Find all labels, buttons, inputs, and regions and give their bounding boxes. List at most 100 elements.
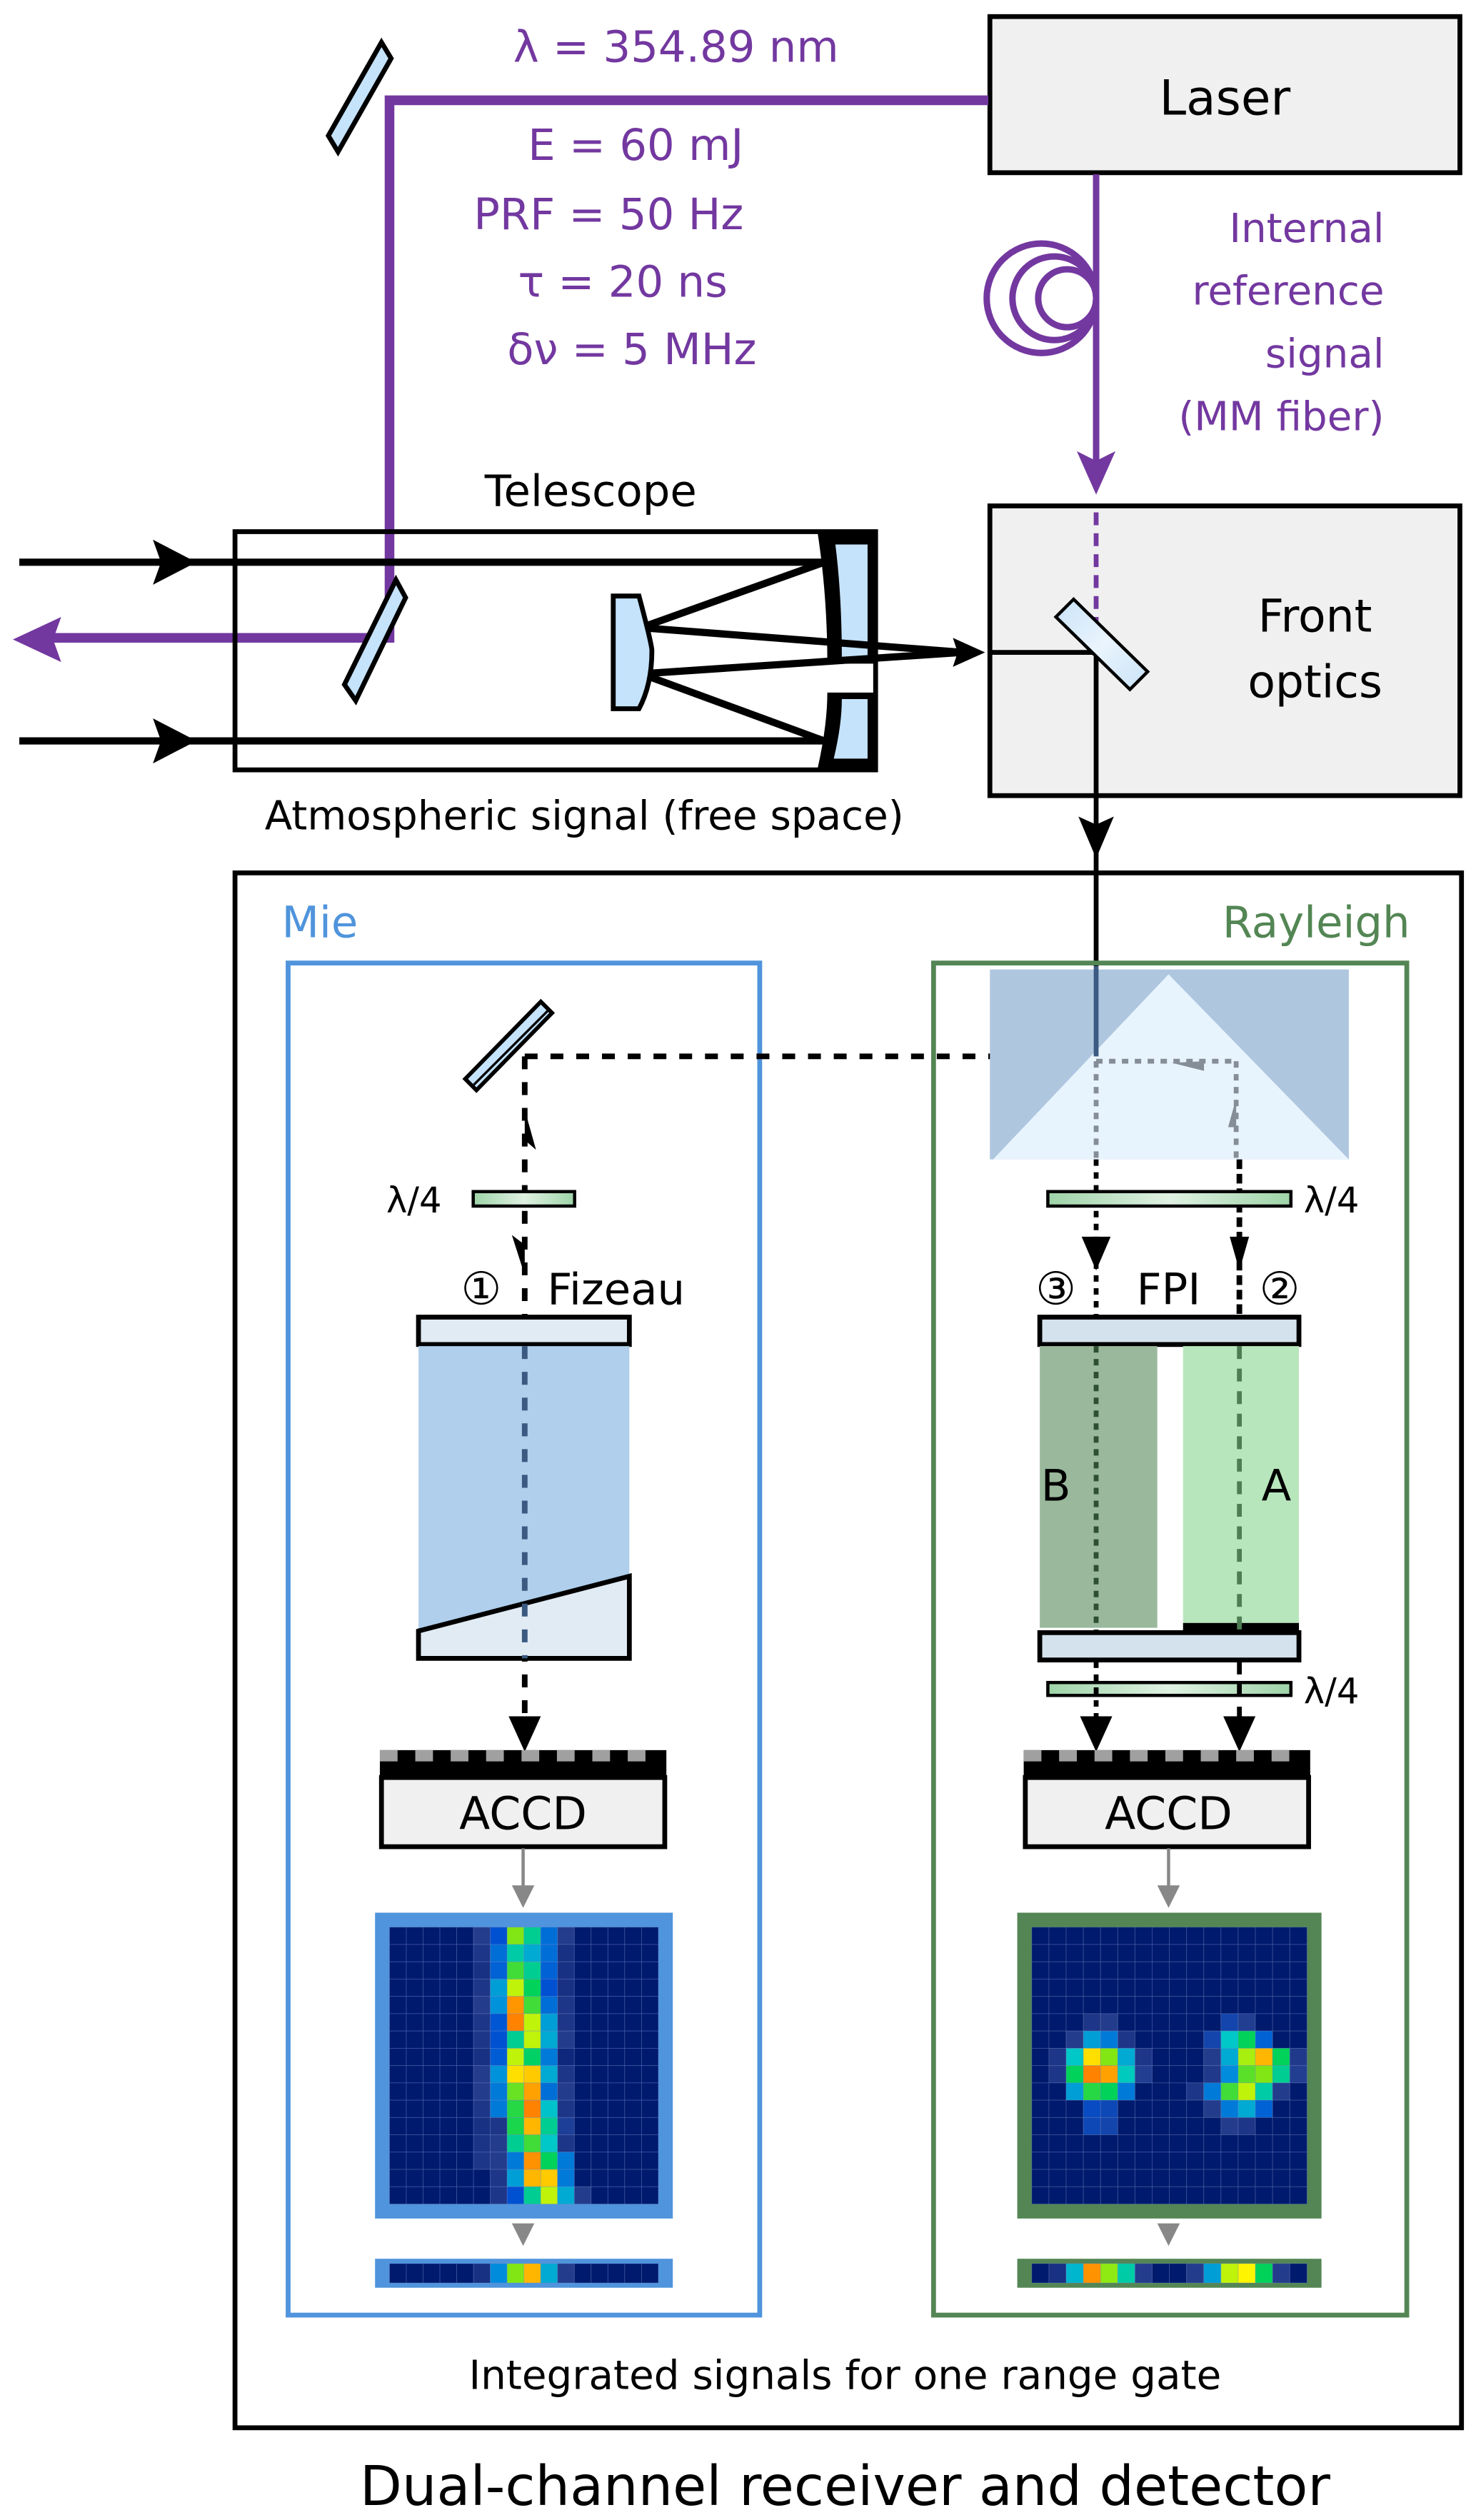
rayleigh-heatmap-cell: [1237, 1961, 1256, 1979]
mie-heatmap-cell: [557, 2082, 575, 2101]
mie-heatmap-cell: [490, 2030, 508, 2049]
mie-heatmap-cell: [506, 2169, 525, 2187]
mie-heatmap-cell: [456, 1944, 474, 1962]
rayleigh-heatmap-cell: [1186, 2117, 1205, 2136]
mie-heatmap-cell: [389, 1944, 407, 1962]
rayleigh-path-marker-2: ②: [1260, 1262, 1300, 1315]
laser-params: λ = 354.89 nm E = 60 mJ PRF = 50 Hz τ = …: [473, 22, 838, 375]
rayleigh-heatmap-cell: [1031, 2169, 1050, 2187]
rayleigh-heatmap-cell: [1100, 1944, 1118, 1962]
rayleigh-heatmap-cell: [1186, 2152, 1205, 2170]
mie-forward-arrow-icon: [511, 1235, 525, 1275]
mie-heatmap-cell: [389, 2117, 407, 2136]
rayleigh-heatmap-cell: [1134, 2134, 1153, 2153]
mie-heatmap-cell: [456, 2117, 474, 2136]
rayleigh-heatmap-cell: [1100, 1927, 1118, 1945]
rayleigh-heatmap-cell: [1186, 2169, 1205, 2187]
mie-strip-cell: [557, 2263, 575, 2284]
rayleigh-heatmap-cell: [1100, 2186, 1118, 2204]
rayleigh-heatmap-cell: [1117, 2099, 1135, 2118]
mie-heatmap-cell: [490, 2099, 508, 2118]
mie-heatmap-cell: [490, 2134, 508, 2153]
mie-heatmap-cell: [490, 1927, 508, 1945]
rayleigh-heatmap-cell: [1117, 2082, 1135, 2101]
mie-strip-cell: [573, 2263, 592, 2284]
mie-heatmap-cell: [607, 2030, 626, 2049]
mie-heatmap-cell: [523, 2152, 541, 2170]
mie-heatmap-cell: [406, 1944, 423, 1962]
mie-heatmap-cell: [591, 2047, 608, 2067]
mie-heatmap-cell: [573, 1996, 592, 2014]
mie-heatmap-cell: [607, 2117, 626, 2136]
mie-heatmap-cell: [473, 2186, 491, 2204]
rayleigh-heatmap-cell: [1289, 2013, 1307, 2032]
rayleigh-heatmap-cell: [1134, 2099, 1153, 2118]
fold-mirror-top: [325, 37, 394, 157]
mie-heatmap-cell: [624, 2047, 642, 2067]
rayleigh-heatmap-cell: [1152, 2030, 1170, 2049]
rayleigh-heatmap-cell: [1220, 1961, 1239, 1979]
rayleigh-heatmap-cell: [1100, 2134, 1118, 2153]
receiver-box: [232, 870, 1465, 2431]
rayleigh-heatmap-cell: [1083, 2152, 1101, 2170]
mie-heatmap-cell: [456, 2013, 474, 2032]
mie-heatmap-cell: [439, 2065, 458, 2084]
mie-heatmap-cell: [540, 2169, 558, 2187]
mie-box: [286, 960, 763, 2318]
emitted-beam: [48, 95, 989, 643]
accd-pixel: [1023, 1750, 1042, 1762]
mie-heatmap-cell: [573, 1979, 592, 1997]
rayleigh-heatmap-cell: [1289, 2099, 1307, 2118]
rayleigh-heatmap-cell: [1117, 1944, 1135, 1962]
rayleigh-heatmap-cell: [1169, 2117, 1188, 2136]
mie-heatmap-cell: [624, 2117, 642, 2136]
rayleigh-heatmap-cell: [1220, 1927, 1239, 1945]
rayleigh-heatmap-cell: [1065, 2152, 1084, 2170]
mie-heatmap-cell: [506, 1979, 525, 1997]
rayleigh-heatmap-cell: [1117, 2152, 1135, 2170]
front-optics-output-arrow-icon: [1078, 816, 1114, 859]
mie-heatmap-cell: [389, 1996, 407, 2014]
rayleigh-heatmap-cell: [1272, 2047, 1290, 2067]
mie-heatmap-cell: [591, 2099, 608, 2118]
rayleigh-heatmap-cell: [1203, 2169, 1222, 2187]
rayleigh-strip-cell: [1220, 2263, 1239, 2284]
mie-heatmap-cell: [490, 2169, 508, 2187]
mie-heatmap-cell: [490, 2152, 508, 2170]
fpi-label: FPI: [1137, 1265, 1201, 1315]
rayleigh-heatmap-cell: [1237, 1944, 1256, 1962]
mie-strip-cell: [423, 2263, 441, 2284]
rayleigh-heatmap-cell: [1065, 1944, 1084, 1962]
rayleigh-heatmap-cell: [1031, 2152, 1050, 2170]
rayleigh-box: [930, 960, 1410, 2318]
rayleigh-heatmap: [1031, 1927, 1307, 2204]
rayleigh-heatmap-cell: [1203, 2186, 1222, 2204]
rayleigh-heatmap-cell: [1289, 2117, 1307, 2136]
rayleigh-heatmap-cell: [1117, 1996, 1135, 2014]
rayleigh-heatmap-cell: [1083, 1944, 1101, 1962]
rayleigh-heatmap-cell: [1169, 2099, 1188, 2118]
mie-heatmap-cell: [557, 2169, 575, 2187]
rayleigh-heatmap-cell: [1203, 2082, 1222, 2101]
mie-heatmap-cell: [439, 2117, 458, 2136]
front-optics-label-line-1: Front: [1258, 589, 1372, 642]
mie-heatmap-cell: [490, 2013, 508, 2032]
mie-heatmap-cell: [506, 2134, 525, 2153]
mie-heatmap-cell: [406, 2169, 423, 2187]
rayleigh-heatmap-cell: [1100, 2065, 1118, 2084]
telescope: [19, 529, 985, 773]
rayleigh-heatmap-cell: [1152, 2082, 1170, 2101]
rayleigh-heatmap-cell: [1031, 1944, 1050, 1962]
rayleigh-strip-cell: [1255, 2263, 1273, 2284]
mie-heatmap-cell: [523, 2169, 541, 2187]
mie-waveplate-label: λ/4: [386, 1180, 442, 1221]
mie-heatmap-cell: [406, 1927, 423, 1945]
rayleigh-heatmap-cell: [1289, 1996, 1307, 2014]
rayleigh-heatmap-cell: [1031, 2013, 1050, 2032]
mie-heatmap-cell: [557, 1927, 575, 1945]
rayleigh-heatmap-cell: [1100, 1979, 1118, 1997]
mie-heatmap-cell: [439, 2047, 458, 2067]
mie-heatmap-cell: [423, 2099, 441, 2118]
mie-strip-cell: [389, 2263, 407, 2284]
rayleigh-heatmap-cell: [1083, 1996, 1101, 2014]
